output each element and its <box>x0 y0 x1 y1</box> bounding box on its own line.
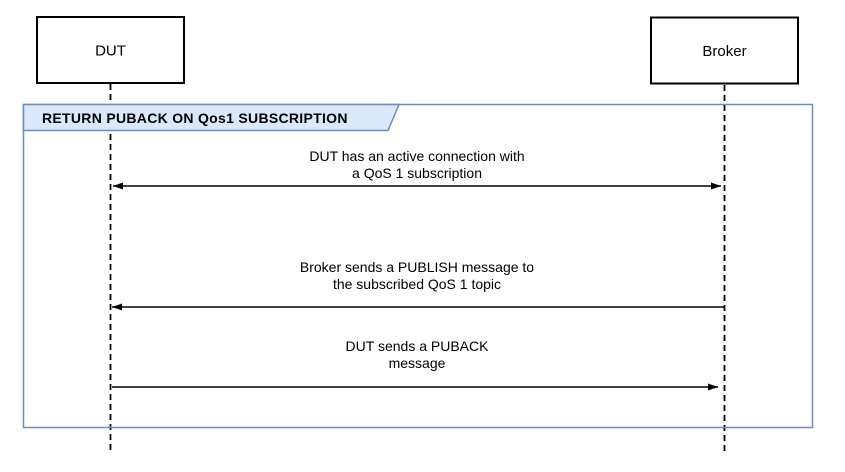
actor-label-dut: DUT <box>95 43 126 60</box>
message-3-text-line-2: message <box>389 355 446 371</box>
message-1-text-line-2: a QoS 1 subscription <box>352 165 482 181</box>
message-2-text-line-1: Broker sends a PUBLISH message to <box>300 259 534 275</box>
frame-label: RETURN PUBACK ON Qos1 SUBSCRIPTION <box>42 110 348 126</box>
frame-border <box>22 103 814 429</box>
message-3-text-line-1: DUT sends a PUBACK <box>346 338 490 354</box>
message-puback: DUT sends a PUBACK message <box>112 338 718 391</box>
actor-label-broker: Broker <box>702 43 746 60</box>
message-publish: Broker sends a PUBLISH message to the su… <box>112 259 724 311</box>
actor-box-broker <box>650 16 799 85</box>
frame-label-banner <box>22 103 401 132</box>
message-2-text-line-2: the subscribed QoS 1 topic <box>333 276 501 292</box>
actor-box-dut <box>36 16 185 84</box>
message-1-text-line-1: DUT has an active connection with <box>309 148 524 164</box>
message-active-connection: DUT has an active connection with a QoS … <box>113 148 721 190</box>
actor-dut: DUT <box>36 16 185 84</box>
actor-broker: Broker <box>650 16 799 85</box>
